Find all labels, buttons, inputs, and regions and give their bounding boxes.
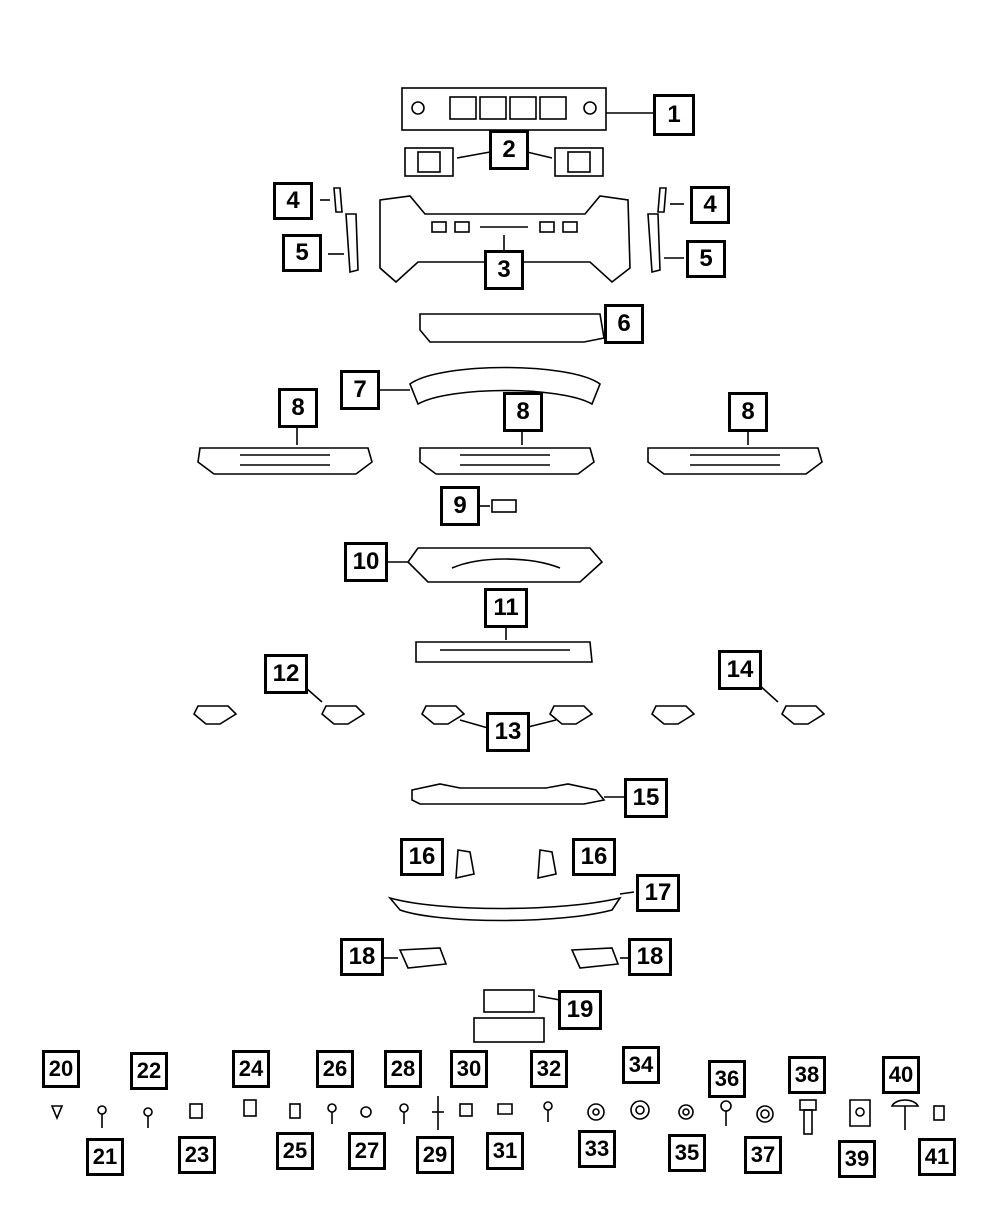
callout-9: 9: [440, 486, 480, 526]
part-17-skid: [387, 891, 635, 922]
callout-26: 26: [316, 1050, 354, 1088]
callout-8-left: 8: [278, 388, 318, 428]
callout-39: 39: [838, 1140, 876, 1178]
callout-16-right: 16: [572, 838, 616, 876]
part-7-cover: [380, 366, 601, 406]
callout-13: 13: [486, 712, 530, 752]
parts-12-14-lamp-brackets: [193, 683, 826, 729]
callout-34: 34: [622, 1046, 660, 1084]
part-6-support: [419, 313, 612, 343]
callout-36: 36: [708, 1060, 746, 1098]
callout-33: 33: [578, 1130, 616, 1168]
callout-38: 38: [788, 1056, 826, 1094]
part-2-brackets: [404, 147, 604, 177]
callout-21: 21: [86, 1138, 124, 1176]
part-8-grilles: [197, 420, 823, 475]
callout-6: 6: [604, 304, 644, 344]
callout-11: 11: [484, 588, 528, 628]
callout-32: 32: [530, 1050, 568, 1088]
part-18-trim: [384, 947, 632, 969]
callout-14: 14: [718, 650, 762, 690]
callout-24: 24: [232, 1050, 270, 1088]
callout-31: 31: [486, 1132, 524, 1170]
part-15-lower-bracket: [411, 783, 626, 805]
callout-18-left: 18: [340, 938, 384, 976]
callout-23: 23: [178, 1136, 216, 1174]
part-4-5-sides: [320, 187, 684, 274]
callout-30: 30: [450, 1050, 488, 1088]
callout-5-left: 5: [282, 234, 322, 272]
callout-4-left: 4: [273, 182, 313, 220]
callout-22: 22: [130, 1052, 168, 1090]
part-9-clip: [480, 499, 517, 513]
callout-17: 17: [636, 874, 680, 912]
callout-35: 35: [668, 1134, 706, 1172]
callout-7: 7: [340, 370, 380, 410]
callout-29: 29: [416, 1136, 454, 1174]
callout-28: 28: [384, 1050, 422, 1088]
callout-15: 15: [624, 778, 668, 818]
callout-27: 27: [348, 1132, 386, 1170]
callout-4-right: 4: [690, 186, 730, 224]
part-19-plate-bracket: [473, 989, 561, 1043]
callout-16-left: 16: [400, 838, 444, 876]
part-10-lower-fascia: [386, 547, 604, 583]
callout-41: 41: [918, 1138, 956, 1176]
callout-2: 2: [489, 130, 529, 170]
callout-37: 37: [744, 1136, 782, 1174]
fasteners: [50, 1096, 945, 1135]
callout-12: 12: [264, 654, 308, 694]
callout-5-right: 5: [686, 240, 726, 278]
callout-20: 20: [42, 1050, 80, 1088]
part-1-reinforcement: [401, 87, 655, 131]
part-3-fascia: [379, 195, 631, 284]
callout-1: 1: [653, 94, 695, 136]
callout-8-center: 8: [503, 392, 543, 432]
callout-8-right: 8: [728, 392, 768, 432]
callout-3: 3: [484, 250, 524, 290]
callout-40: 40: [882, 1056, 920, 1094]
callout-10: 10: [344, 542, 388, 582]
callout-18-right: 18: [628, 938, 672, 976]
callout-19: 19: [558, 990, 602, 1030]
callout-25: 25: [276, 1132, 314, 1170]
part-16-deflectors: [455, 849, 557, 880]
part-11-valance: [415, 622, 593, 663]
